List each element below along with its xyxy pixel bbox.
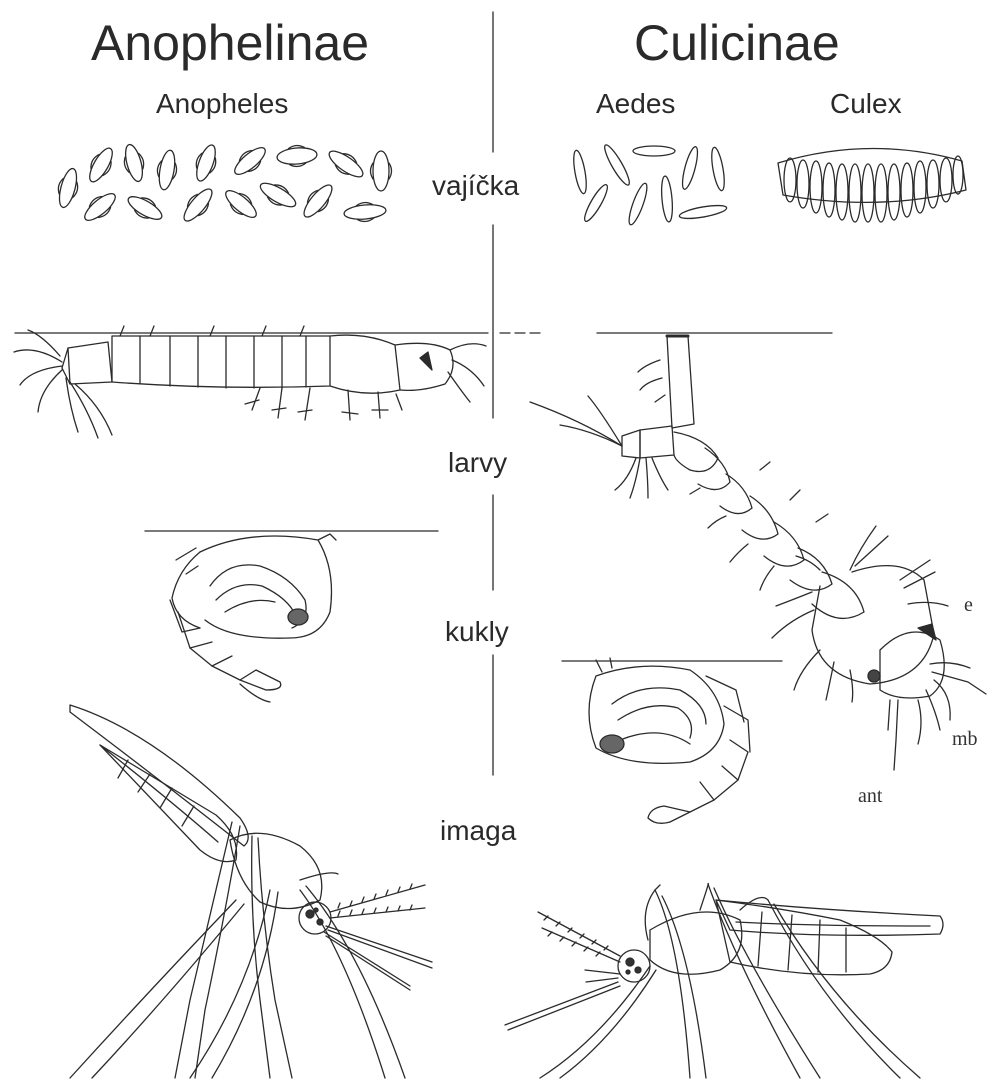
anopheles-eggs: [54, 142, 392, 227]
culicinae-title: Culicinae: [634, 14, 840, 72]
culicinae-pupa: [589, 658, 750, 823]
water-surface-lines: [15, 333, 832, 661]
stage-label-larvae: larvy: [448, 447, 507, 479]
annotation-e: e: [964, 594, 973, 617]
anopheles-larva: [14, 326, 486, 438]
annotation-ant: ant: [858, 785, 882, 808]
culex-label: Culex: [830, 88, 902, 120]
culicinae-larva: [530, 336, 986, 770]
anopheles-label: Anopheles: [156, 88, 288, 120]
aedes-label: Aedes: [596, 88, 675, 120]
anopheles-adult: [70, 705, 432, 1078]
stage-label-pupae: kukly: [445, 616, 509, 648]
stage-label-adults: imaga: [440, 815, 516, 847]
culex-egg-raft: [778, 148, 966, 222]
annotation-mb: mb: [952, 728, 978, 751]
culicinae-adult: [505, 884, 943, 1078]
anophelinae-title: Anophelinae: [91, 14, 369, 72]
anopheles-pupa: [170, 534, 336, 702]
stage-label-eggs: vajíčka: [432, 170, 519, 202]
aedes-eggs: [571, 143, 727, 227]
